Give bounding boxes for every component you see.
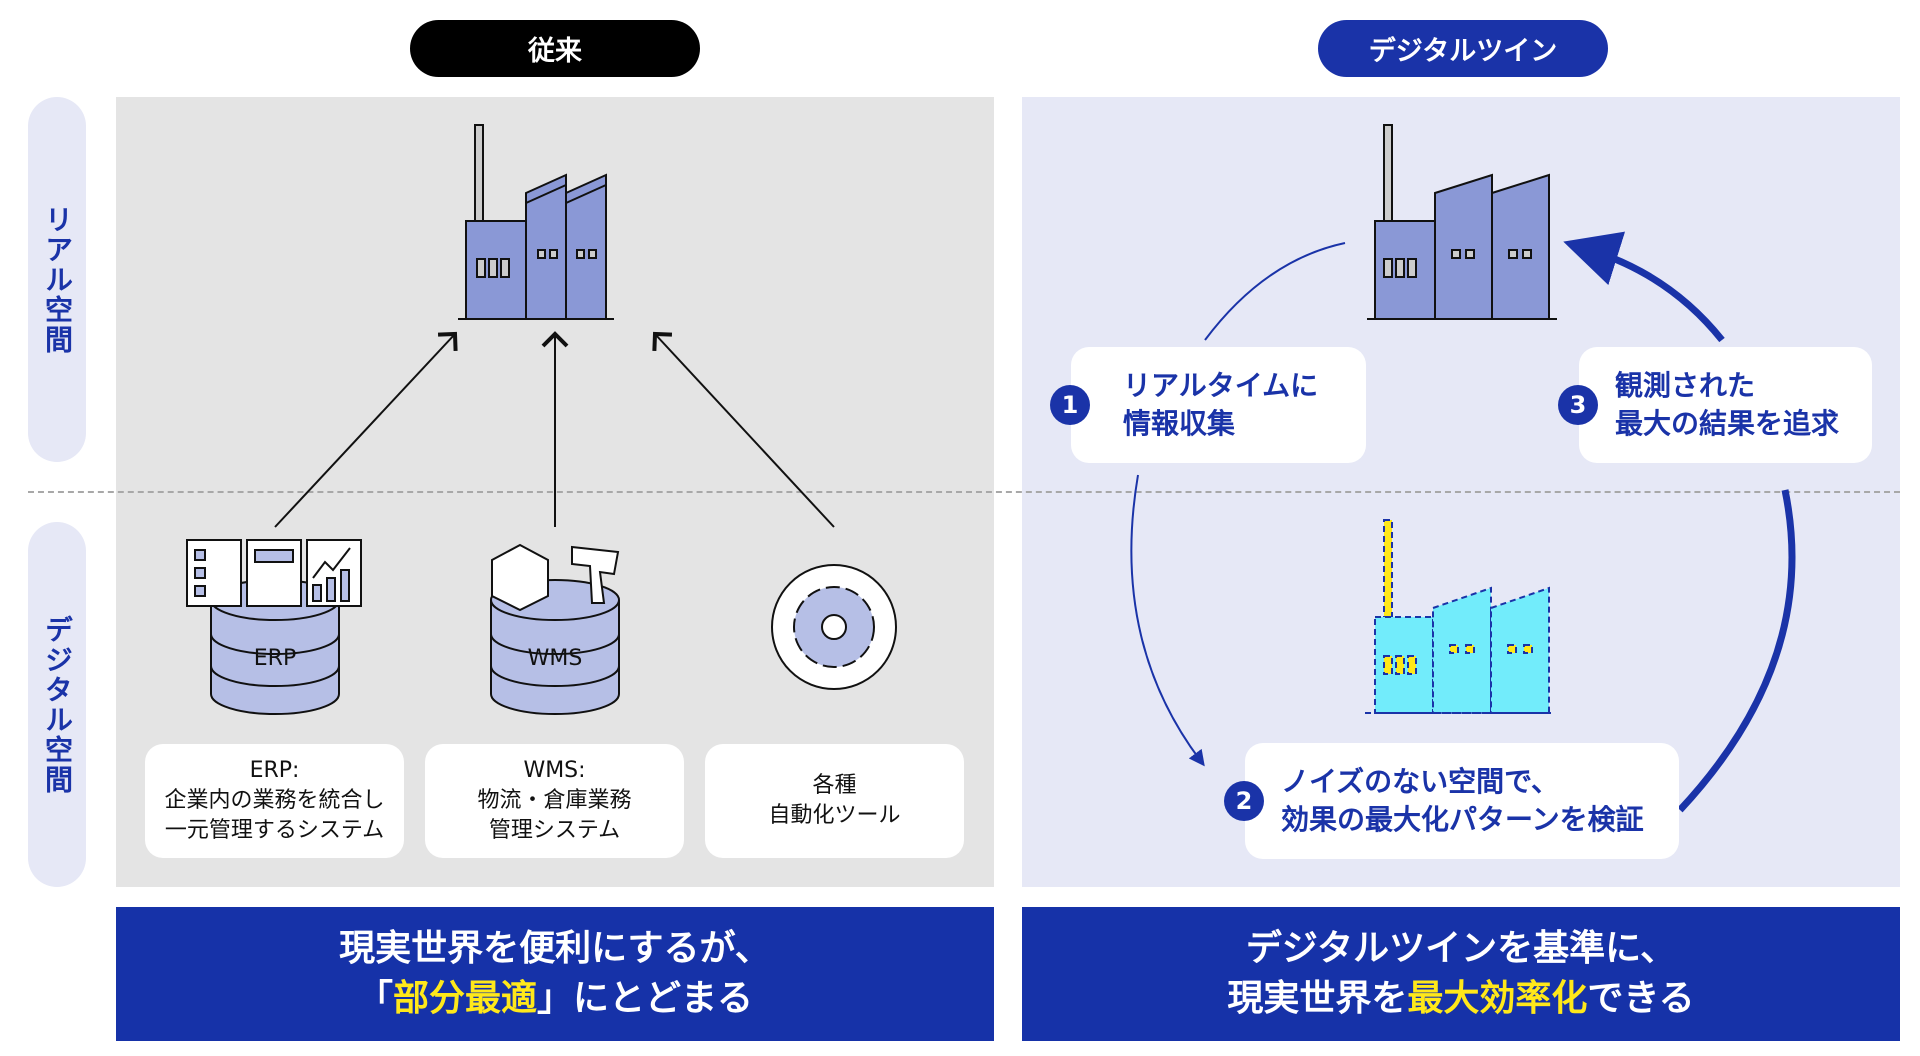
card-erp-line: 一元管理するシステム — [164, 818, 385, 843]
card-wms-line: 物流・倉庫業務 — [477, 788, 632, 813]
real-digital-divider — [28, 491, 1900, 493]
card-tools-title: 各種 — [812, 773, 857, 798]
conclusion-banner-digital-twin: デジタルツインを基準に、 現実世界を最大効率化できる — [1022, 907, 1900, 1041]
step-1-line: リアルタイムに — [1123, 369, 1319, 402]
card-tools-line: 自動化ツール — [768, 803, 901, 828]
card-wms-line: 管理システム — [488, 818, 621, 843]
arrow-erp-to-factory — [274, 331, 458, 528]
card-wms-title: WMS: — [523, 758, 586, 783]
side-label-digital-space: デジタル空間 — [28, 522, 86, 887]
arrow-tools-to-factory — [652, 331, 835, 528]
highlight-text: 最大効率化 — [1407, 978, 1588, 1019]
step-2-line: ノイズのない空間で、 — [1281, 765, 1560, 798]
side-label-real-space: リアル空間 — [28, 97, 86, 462]
banner-line: デジタルツインを基準に、 — [1245, 928, 1677, 969]
step-2-number-badge: 2 — [1224, 781, 1264, 821]
wms-db-label: WMS — [528, 646, 583, 671]
card-erp: ERP: 企業内の業務を統合し 一元管理するシステム — [145, 744, 404, 858]
cycle-arc-lower-right — [1677, 489, 1796, 813]
step-2-box: ノイズのない空間で、効果の最大化パターンを検証 — [1245, 743, 1679, 859]
banner-line: 現実世界を便利にするが、 — [339, 928, 771, 969]
card-erp-line: 企業内の業務を統合し — [164, 788, 385, 813]
step-3-number-badge: 3 — [1558, 385, 1598, 425]
factory-icon-real-twin — [1367, 124, 1557, 320]
erp-database-icon — [186, 539, 362, 715]
header-digital-twin: デジタルツイン — [1318, 20, 1608, 77]
step-3-line: 観測された — [1615, 369, 1756, 402]
step-2-line: 効果の最大化パターンを検証 — [1281, 803, 1644, 836]
automation-gear-icon — [771, 564, 897, 690]
conclusion-banner-conventional: 現実世界を便利にするが、 「部分最適」にとどまる — [116, 907, 994, 1041]
card-erp-title: ERP: — [249, 758, 300, 783]
cycle-arrow-to-factory — [1563, 231, 1725, 343]
factory-icon-real — [458, 124, 614, 320]
banner-line: 現実世界を最大効率化できる — [1227, 978, 1695, 1019]
step-1-number-badge: 1 — [1050, 385, 1090, 425]
erp-db-label: ERP — [254, 646, 296, 671]
card-automation-tools: 各種 自動化ツール — [705, 744, 964, 858]
step-3-box: 観測された最大の結果を追求 — [1579, 347, 1872, 463]
wms-database-icon — [490, 543, 620, 715]
cycle-arc-top — [1204, 242, 1346, 341]
highlight-text: 部分最適 — [392, 978, 537, 1019]
step-1-line: 情報収集 — [1123, 407, 1236, 440]
step-1-box: リアルタイムに情報収集 — [1071, 347, 1366, 463]
cycle-arrow-to-step-2 — [1130, 474, 1205, 767]
step-3-line: 最大の結果を追求 — [1615, 407, 1840, 440]
banner-line: 「部分最適」にとどまる — [356, 978, 754, 1019]
header-conventional: 従来 — [410, 20, 700, 77]
card-wms: WMS: 物流・倉庫業務 管理システム — [425, 744, 684, 858]
factory-icon-digital-twin — [1365, 519, 1555, 714]
